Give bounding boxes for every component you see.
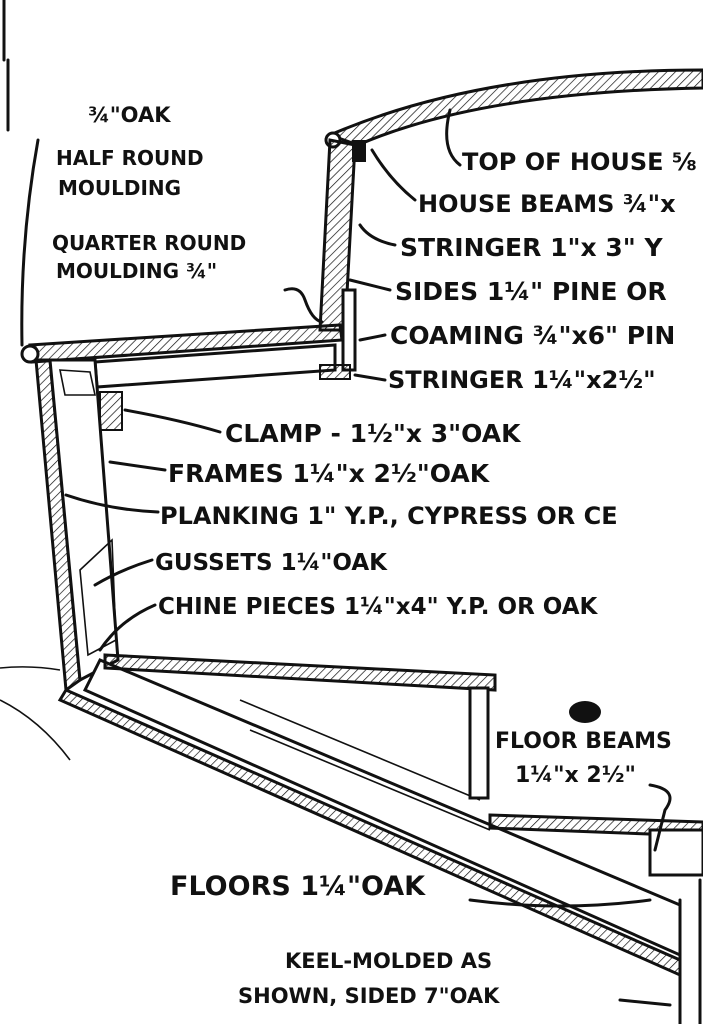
label-coaming: COAMING ¾"x6" PIN: [390, 321, 675, 350]
floor-support: [468, 686, 490, 800]
label-floor-beams: FLOOR BEAMS: [495, 729, 672, 754]
label-floor-beams-size: 1¼"x 2½": [515, 763, 636, 788]
house-top: [325, 68, 703, 147]
keel: [678, 878, 702, 1024]
house-beam: [352, 140, 366, 162]
label-quarter-round: QUARTER ROUND: [52, 231, 246, 255]
label-stringer-lower: STRINGER 1¼"x2½": [388, 366, 656, 394]
coaming: [341, 288, 357, 372]
label-half-round-moulding: MOULDING: [58, 176, 181, 200]
label-clamp: CLAMP - 1½"x 3"OAK: [225, 419, 522, 448]
label-gussets: GUSSETS 1¼"OAK: [155, 550, 388, 576]
label-chine-pieces: CHINE PIECES 1¼"x4" Y.P. OR OAK: [158, 594, 599, 620]
gusset: [59, 369, 117, 657]
label-frames: FRAMES 1¼"x 2½"OAK: [168, 459, 491, 488]
label-sides: SIDES 1¼" PINE OR: [395, 277, 667, 306]
label-floors: FLOORS 1¼"OAK: [170, 871, 426, 902]
label-quarter-round-moulding: MOULDING ¾": [56, 259, 217, 283]
ink-blot: [569, 701, 601, 723]
clamp: [99, 391, 123, 431]
hull-curve: [0, 666, 71, 761]
label-planking: PLANKING 1" Y.P., CYPRESS OR CE: [160, 502, 618, 530]
half-round-moulding: [20, 344, 40, 364]
cabin-floor: [103, 653, 497, 692]
label-half-round: HALF ROUND: [56, 146, 204, 170]
label-half-round-size: ¾"OAK: [88, 103, 171, 127]
margin-line: [2, 0, 10, 132]
label-keel-sided: SHOWN, SIDED 7"OAK: [238, 984, 500, 1008]
label-keel: KEEL-MOLDED AS: [285, 949, 492, 973]
label-house-beams: HOUSE BEAMS ¾"x: [418, 190, 676, 218]
label-stringer-top: STRINGER 1"x 3" Y: [400, 233, 663, 262]
chine-piece: [239, 699, 491, 831]
stringer-lower: [319, 364, 351, 380]
label-top-of-house: TOP OF HOUSE ⅝: [462, 148, 697, 176]
leader-lines: [20, 108, 672, 1007]
